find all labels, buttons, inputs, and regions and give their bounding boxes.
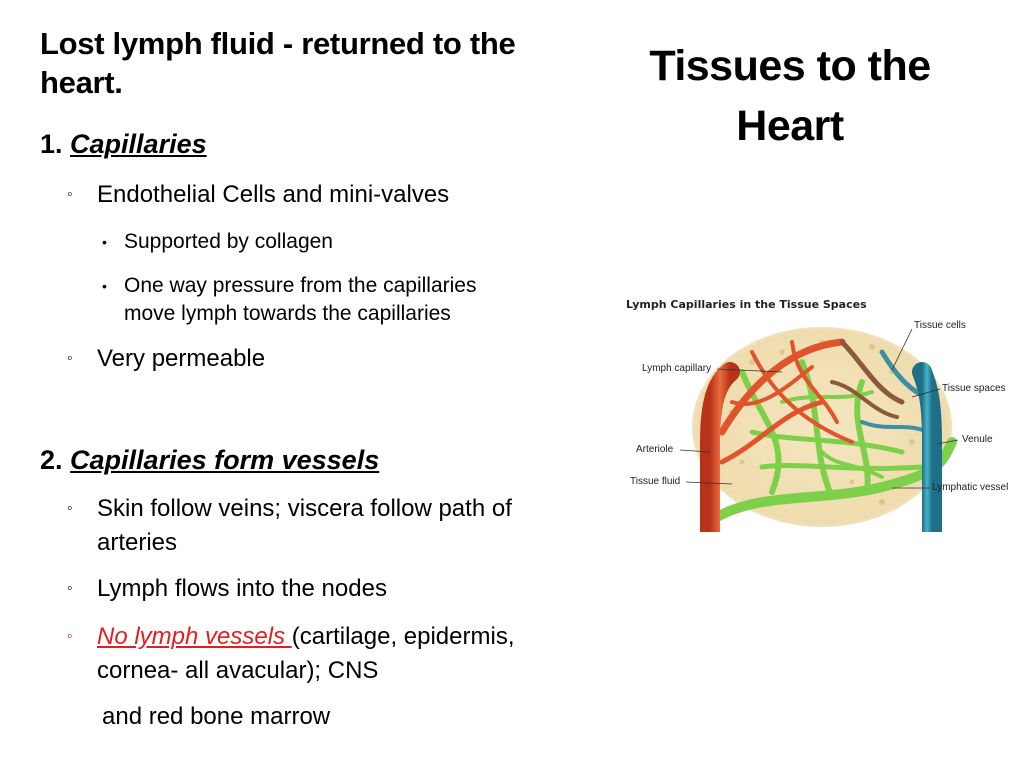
label-lymph-capillary: Lymph capillary [642, 363, 712, 374]
bullet-marker: ◦ [67, 350, 73, 367]
bullet-marker: ◦ [67, 580, 73, 597]
content-column: Lost lymph fluid - returned to the heart… [40, 24, 610, 730]
continuation-text: and red bone marrow [102, 703, 331, 730]
label-venule: Venule [962, 434, 993, 445]
section1-title: Capillaries [70, 129, 207, 159]
list-item-text: Lymph flows into the nodes [97, 575, 387, 602]
section1-number: 1. [40, 129, 63, 159]
label-tissue-fluid: Tissue fluid [630, 476, 681, 487]
bullet-marker: ◦ [67, 186, 73, 203]
section2-number: 2. [40, 445, 63, 475]
content-heading-line1: Lost lymph fluid - returned to the [40, 26, 516, 61]
bullet-marker: ◦ [67, 500, 73, 517]
list-item: ◦ Very permeable [67, 342, 607, 376]
list-item-text: Endothelial Cells and mini-valves [97, 181, 450, 208]
sub-list-item-text: Supported by collagen [124, 230, 333, 253]
bullet-marker: • [102, 278, 107, 294]
blood-capillary-network [718, 338, 854, 465]
label-tissue-cells: Tissue cells [914, 320, 966, 331]
label-arteriole: Arteriole [636, 444, 674, 455]
sub-list-item: • Supported by collagen [102, 228, 584, 256]
figure-caption: Lymph Capillaries in the Tissue Spaces [626, 298, 867, 311]
section2-title: Capillaries form vessels [70, 445, 380, 475]
lymph-capillary-illustration [679, 327, 959, 532]
list-item-text-line1: Skin follow veins; viscera follow path o… [97, 495, 512, 522]
label-leader-lines [679, 328, 959, 489]
list-item: ◦ Skin follow veins; viscera follow path… [67, 492, 607, 560]
list-item-text-line1: (cartilage, epidermis, [291, 623, 515, 650]
no-lymph-vessels-text: No lymph vessels [97, 623, 292, 650]
list-item-text: Very permeable [97, 345, 266, 372]
arteriole-vessel [700, 362, 740, 532]
sub-list-item-text-line1: One way pressure from the capillaries [124, 274, 477, 297]
list-item-text-line2: cornea- all avacular); CNS [97, 657, 379, 684]
label-lymphatic-vessel: Lymphatic vessel [932, 482, 1009, 493]
slide-title: Tissues to the Heart [625, 36, 955, 156]
lymph-capillaries-figure: Lymph Capillaries in the Tissue Spaces [622, 292, 1018, 532]
list-item-text-line2: arteries [97, 529, 178, 556]
label-tissue-spaces: Tissue spaces [942, 383, 1006, 394]
venule-vessel [912, 362, 942, 532]
slide-title-line2: Heart [736, 102, 844, 150]
section2-heading: 2. Capillaries form vessels [40, 442, 379, 478]
list-item: ◦ Endothelial Cells and mini-valves [67, 178, 607, 212]
bullet-marker: ◦ [67, 628, 73, 645]
list-item: ◦ Lymph flows into the nodes [67, 572, 607, 606]
sub-list-item: • One way pressure from the capillaries … [102, 272, 584, 328]
mixed-capillary-network [830, 339, 905, 419]
content-heading: Lost lymph fluid - returned to the heart… [40, 24, 610, 102]
section1-heading: 1. Capillaries [40, 126, 207, 162]
slide-title-line1: Tissues to the [649, 42, 931, 90]
sub-list-item-text-line2: move lymph towards the capillaries [124, 302, 451, 325]
bullet-marker: • [102, 234, 107, 250]
content-heading-line2: heart. [40, 65, 123, 100]
list-item: ◦ No lymph vessels (cartilage, epidermis… [67, 620, 607, 688]
